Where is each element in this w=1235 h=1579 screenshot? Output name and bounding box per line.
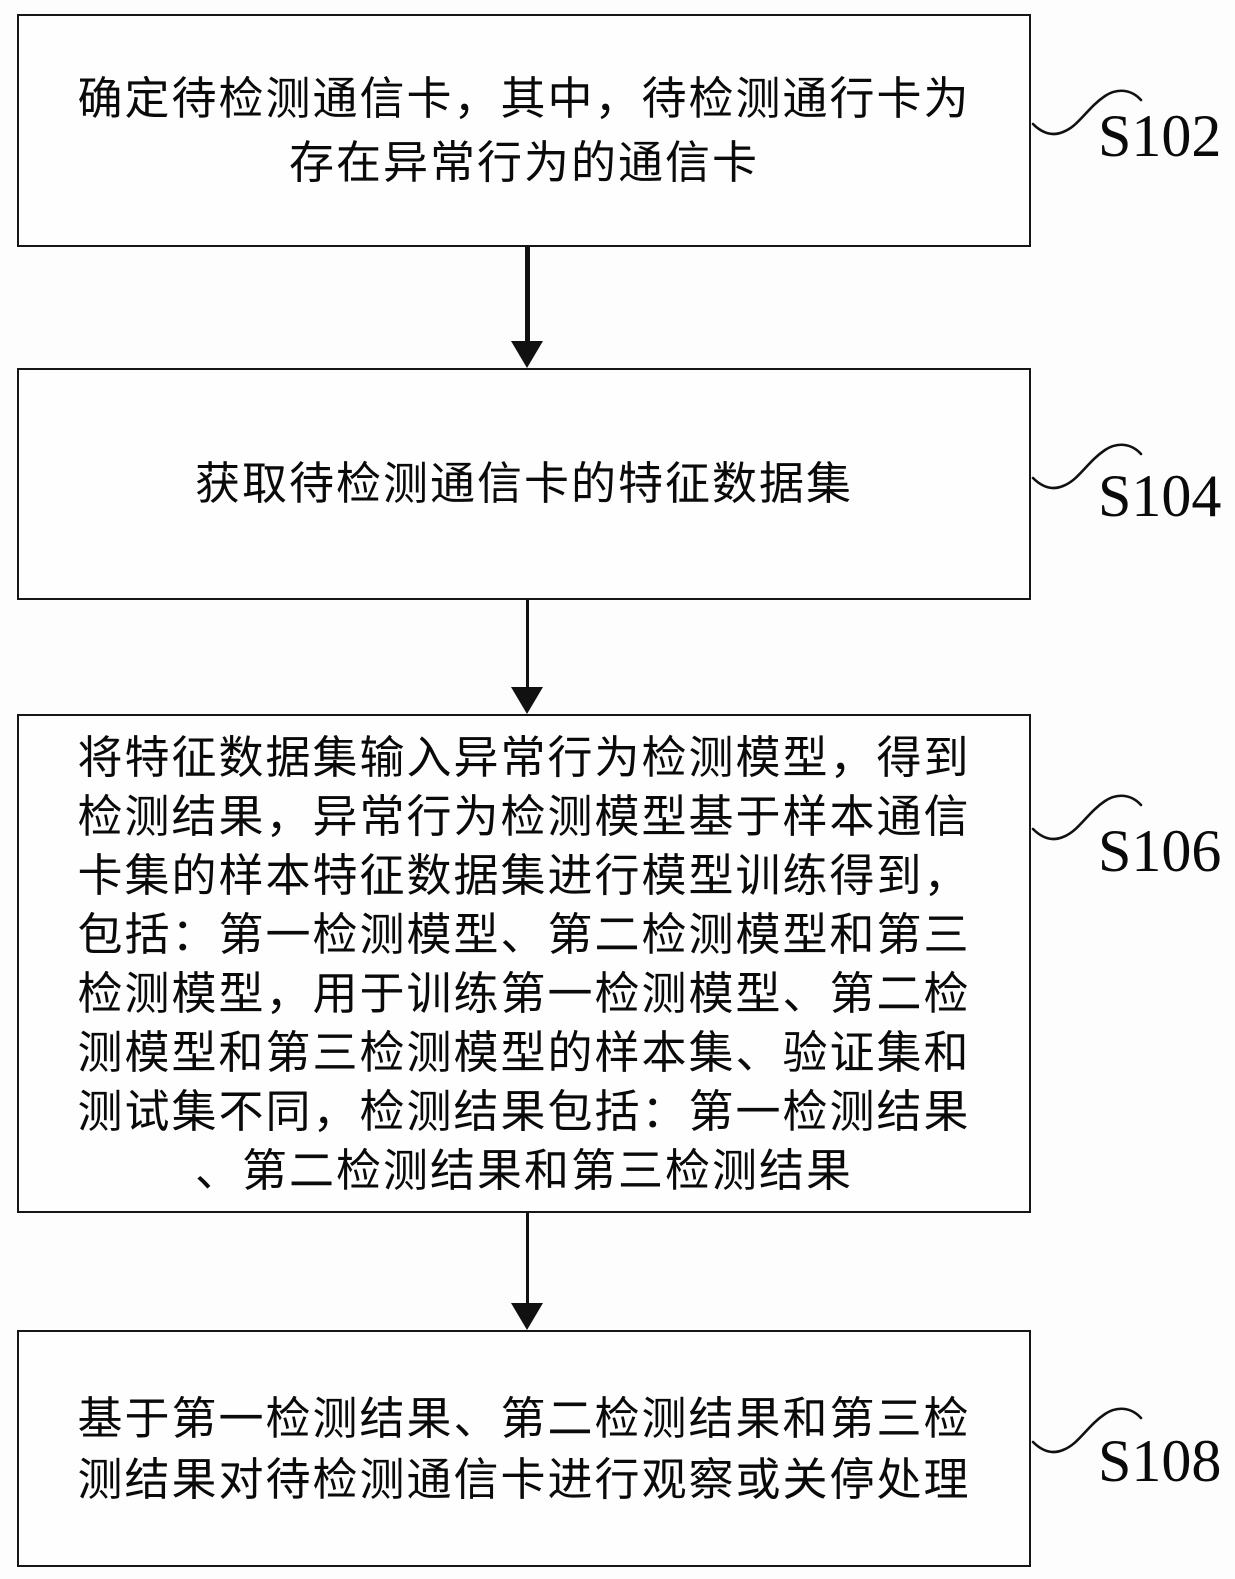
arrow-stem bbox=[525, 600, 529, 687]
step-text-line: 测模型和第三检测模型的样本集、验证集和 bbox=[77, 1025, 971, 1079]
down-arrow bbox=[511, 600, 543, 714]
step-text-line: 、第二检测结果和第三检测结果 bbox=[194, 1143, 853, 1197]
step-label-s102: S102 bbox=[1098, 103, 1222, 169]
step-label-s104: S104 bbox=[1098, 463, 1222, 529]
step-text-line: 卡集的样本特征数据集进行模型训练得到， bbox=[77, 848, 971, 902]
arrow-stem bbox=[524, 247, 530, 341]
step-text-line: 包括：第一检测模型、第二检测模型和第三 bbox=[77, 907, 971, 961]
step-text-line: 确定待检测通信卡，其中，待检测通行卡为 bbox=[77, 71, 971, 125]
step-text-line: 基于第一检测结果、第二检测结果和第三检 bbox=[77, 1391, 971, 1445]
arrow-head bbox=[511, 341, 543, 368]
squiggle-connector-icon bbox=[1031, 440, 1149, 492]
squiggle-connector-icon bbox=[1031, 791, 1149, 843]
flow-step-box-s104: 获取待检测通信卡的特征数据集 bbox=[17, 368, 1031, 600]
step-text-line: 测结果对待检测通信卡进行观察或关停处理 bbox=[77, 1452, 971, 1506]
step-text-line: 存在异常行为的通信卡 bbox=[288, 135, 759, 189]
step-text-line: 获取待检测通信卡的特征数据集 bbox=[194, 457, 853, 510]
step-text-line: 将特征数据集输入异常行为检测模型，得到 bbox=[77, 730, 971, 784]
flow-step-box-s106: 将特征数据集输入异常行为检测模型，得到 检测结果，异常行为检测模型基于样本通信 … bbox=[17, 714, 1031, 1213]
squiggle-connector-icon bbox=[1031, 1404, 1149, 1456]
arrow-head bbox=[511, 687, 543, 714]
step-text-line: 测试集不同，检测结果包括：第一检测结果 bbox=[77, 1084, 971, 1138]
flow-step-box-s108: 基于第一检测结果、第二检测结果和第三检 测结果对待检测通信卡进行观察或关停处理 bbox=[17, 1330, 1031, 1567]
step-text-line: 检测结果，异常行为检测模型基于样本通信 bbox=[77, 789, 971, 843]
step-text-line: 检测模型，用于训练第一检测模型、第二检 bbox=[77, 966, 971, 1020]
arrow-stem bbox=[525, 1213, 529, 1303]
arrow-head bbox=[511, 1303, 543, 1330]
step-label-s106: S106 bbox=[1098, 818, 1222, 884]
down-arrow bbox=[511, 1213, 543, 1330]
squiggle-connector-icon bbox=[1031, 86, 1149, 138]
step-label-s108: S108 bbox=[1098, 1428, 1222, 1494]
down-arrow bbox=[511, 247, 543, 368]
flow-step-box-s102: 确定待检测通信卡，其中，待检测通行卡为 存在异常行为的通信卡 bbox=[17, 14, 1031, 247]
